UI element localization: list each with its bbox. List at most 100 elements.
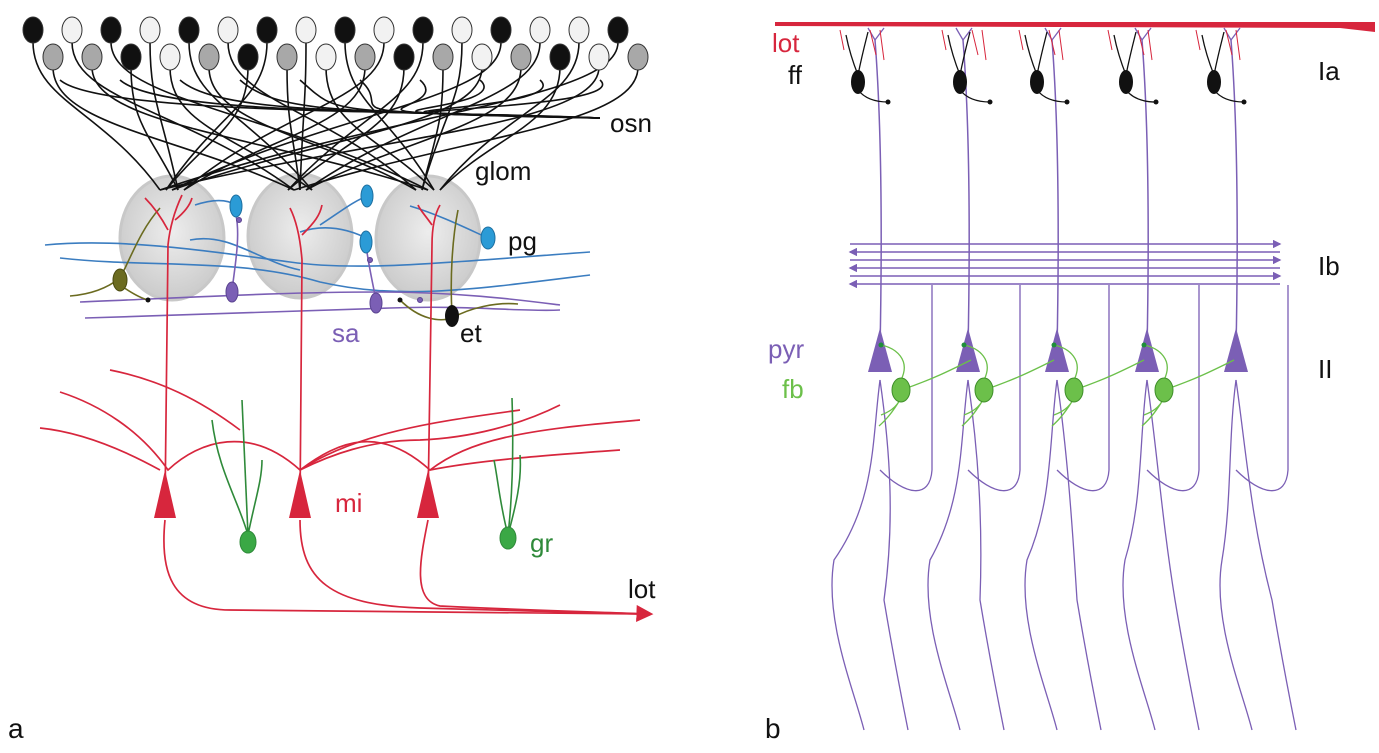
fb-soma (1154, 377, 1174, 403)
ff-terminal (1153, 99, 1159, 105)
glomerulus (374, 174, 482, 302)
osn-axon (171, 66, 483, 191)
pg-cells-group (229, 184, 496, 254)
pyramidal-axon (1024, 379, 1058, 731)
osn-cells-group (22, 16, 649, 71)
lot-collateral (839, 29, 885, 61)
osn-soma (178, 16, 200, 44)
pyramidal-soma (956, 328, 980, 372)
ff-dendrite (1113, 31, 1137, 76)
pyramidal-axon (1056, 379, 1102, 731)
osn-axon (423, 79, 601, 119)
pyramidal-axon (1219, 379, 1253, 731)
ff-dendrite (1201, 31, 1225, 76)
osn-soma (159, 43, 181, 71)
ff-axon (1213, 89, 1245, 103)
osn-soma (139, 16, 161, 44)
osn-soma (198, 43, 220, 71)
osn-soma (22, 16, 44, 44)
fb-terminal (961, 342, 967, 348)
fb-terminal (1141, 342, 1147, 348)
panel-a-olfactory-bulb: osn glom pg sa et mi gr lot a (8, 16, 656, 744)
osn-soma (529, 16, 551, 44)
ff-soma (1119, 70, 1133, 94)
label-pg: pg (508, 226, 537, 256)
osn-axon (287, 41, 424, 191)
glomerulus (246, 172, 354, 300)
mitral-somata (154, 470, 439, 518)
osn-axon (149, 41, 179, 191)
pyramidal-collateral (1146, 285, 1200, 492)
association-fibers (848, 239, 1282, 289)
osn-soma (256, 16, 278, 44)
label-gr: gr (530, 528, 553, 558)
osn-soma (510, 43, 532, 71)
osn-axons-group (32, 41, 639, 191)
mitral-cells-group (39, 194, 654, 622)
pyramidal-soma (868, 328, 892, 372)
ff-axon (959, 89, 991, 103)
pyramidal-collateral (879, 285, 933, 492)
label-lot-a: lot (628, 574, 656, 604)
pyramidal-apical-dendrite (874, 39, 882, 351)
pyramidal-apical-dendrite (1141, 39, 1149, 351)
pyramidal-soma (1045, 328, 1069, 372)
pyramidal-axon (1146, 379, 1200, 731)
fb-soma (974, 377, 994, 403)
glomerulus (118, 174, 226, 302)
ff-soma (1030, 70, 1044, 94)
osn-axon (421, 66, 444, 191)
pyramidal-tuft (1223, 27, 1241, 41)
lot-collateral (1107, 29, 1153, 61)
pyramidal-axon (1235, 379, 1297, 731)
osn-soma (568, 16, 590, 44)
lot-fiber-band (775, 22, 1375, 32)
lot-collateral (941, 29, 987, 61)
ff-terminal (885, 99, 891, 105)
fb-soma (1064, 377, 1084, 403)
pyramidal-soma (1135, 328, 1159, 372)
glomeruli-group (118, 172, 482, 302)
osn-soma (276, 43, 298, 71)
osn-soma (471, 43, 493, 71)
osn-axon (159, 66, 600, 191)
osn-soma (295, 16, 317, 44)
pyramidal-tuft (1044, 27, 1062, 41)
ff-dendrite (845, 31, 869, 76)
panel-label-a: a (8, 713, 24, 744)
lot-collateral (1018, 29, 1064, 61)
et-cells-group (112, 268, 459, 327)
osn-axon (439, 66, 561, 191)
label-mi: mi (335, 488, 362, 518)
pyramidal-axon (967, 379, 1005, 731)
layer-label-lb: Ib (1318, 251, 1340, 281)
ff-neurons-group (839, 29, 1247, 105)
osn-axon (305, 66, 522, 191)
fb-terminal (878, 342, 884, 348)
osn-soma (627, 43, 649, 71)
osn-soma (549, 43, 571, 71)
ff-axon (857, 89, 889, 103)
granule-cells-group (211, 397, 522, 554)
label-pyr: pyr (768, 334, 804, 364)
pyramidal-apical-dendrite (1051, 39, 1059, 351)
ff-terminal (987, 99, 993, 105)
osn-axon (91, 66, 429, 191)
osn-soma (334, 16, 356, 44)
osn-soma (412, 16, 434, 44)
osn-soma (373, 16, 395, 44)
osn-soma (81, 43, 103, 71)
pyramidal-axon (927, 379, 969, 731)
pyramidal-collateral (967, 285, 1021, 492)
osn-soma (588, 43, 610, 71)
fb-terminal (1051, 342, 1057, 348)
layer-label-II: II (1318, 354, 1332, 384)
panel-b-piriform-cortex: lot ff pyr fb Ia Ib II b (765, 22, 1375, 744)
osn-axon (188, 41, 313, 191)
osn-soma (432, 43, 454, 71)
pyramidal-soma (1224, 328, 1248, 372)
pyramidal-axon (831, 379, 881, 731)
osn-soma (120, 43, 142, 71)
sa-cells-group (225, 217, 423, 314)
